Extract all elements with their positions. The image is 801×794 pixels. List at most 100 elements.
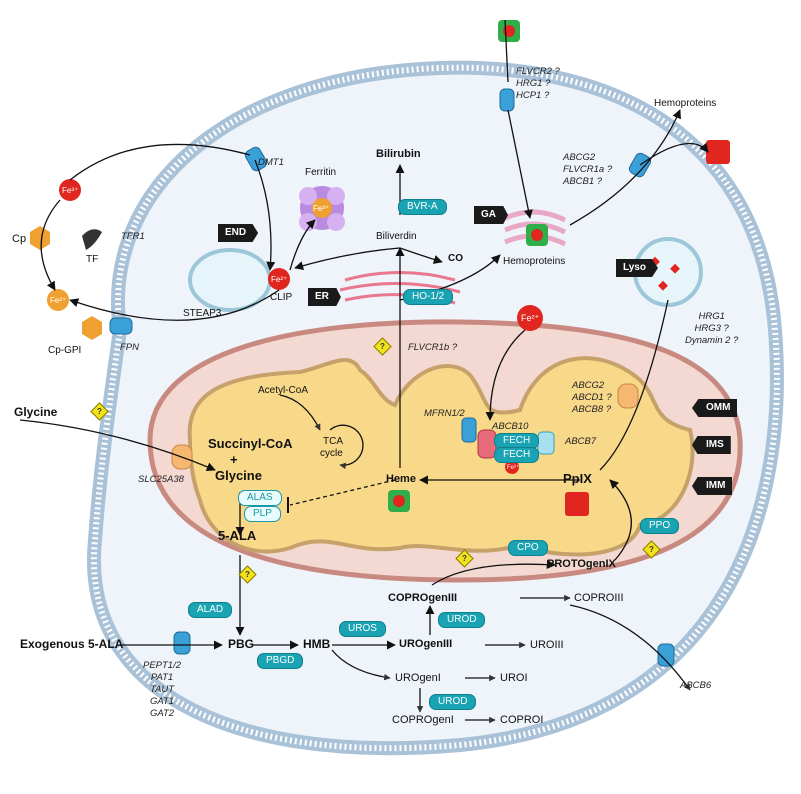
plp-cofactor: PLP (244, 506, 281, 522)
dmt1-label: DMT1 (258, 157, 284, 168)
slc25a38-label: SLC25A38 (138, 474, 184, 485)
succinyl-coa-label: Succinyl-CoA (208, 436, 293, 451)
heme-icons (388, 20, 730, 516)
end-tag: END (218, 224, 259, 242)
flvcr1b-label: FLVCR1b ? (408, 342, 458, 353)
clip-label: CLIP (270, 292, 293, 303)
uroiii-label: UROIII (530, 639, 564, 651)
hrg-item: HRG3 ? (694, 323, 729, 334)
pept-item: TAUT (149, 684, 175, 695)
tf-label: TF (86, 254, 99, 265)
hrg-group: HRG1 HRG3 ? Dynamin 2 ? (685, 311, 738, 347)
co-label: CO (448, 253, 463, 264)
flvcr2-item: FLVCR2 ? (516, 66, 560, 77)
flvcr2-item: HCP1 ? (516, 90, 550, 101)
cp-shape (30, 226, 50, 250)
flvcr2-item: HRG1 ? (516, 78, 551, 89)
biliverdin-label: Biliverdin (376, 231, 417, 242)
flvcr2-group: FLVCR2 ? HRG1 ? HCP1 ? (516, 66, 560, 102)
cpo-enzyme: CPO (508, 540, 548, 556)
fe-circle (505, 460, 519, 474)
tfr1-label: TFR1 (121, 231, 145, 242)
abcg2-item: FLVCR1a ? (563, 164, 613, 175)
mfrn-label: MFRN1/2 (424, 408, 465, 419)
bvra-enzyme: BVR-A (398, 199, 447, 215)
fe2-fech-label: Fe²⁺ (507, 465, 520, 471)
bilirubin-label: Bilirubin (376, 148, 421, 160)
coproi-label: COPROI (500, 714, 544, 726)
urod-enzyme: UROD (438, 612, 486, 628)
fe2-label: Fe²⁺ (50, 296, 67, 305)
hmb-label: HMB (303, 637, 331, 651)
cp-gpi-label: Cp-GPI (48, 345, 82, 356)
fe-circle (517, 305, 543, 331)
coprogeniii-label: COPROgenIII (388, 592, 458, 604)
abcg2-item: ABCB1 ? (563, 176, 603, 187)
pbg-label: PBG (228, 637, 255, 651)
pbgd-enzyme: PBGD (257, 653, 304, 669)
ppo-enzyme: PPO (640, 518, 680, 534)
coprogeni-label: COPROgenI (392, 714, 454, 726)
protogenix-label: PROTOgenIX (547, 558, 616, 570)
five-ala-label: 5-ALA (218, 528, 257, 543)
ppix-label: PpIX (563, 471, 592, 486)
hemoproteins-top-label: Hemoproteins (654, 98, 717, 109)
alad-enzyme: ALAD (188, 602, 233, 618)
glycine-out-label: Glycine (14, 405, 58, 419)
uroi-label: UROI (500, 672, 528, 684)
urogeniii-label: UROgenIII (399, 638, 453, 650)
lyso-tag: Lyso (616, 259, 658, 277)
ga-tag: GA (474, 206, 508, 224)
omm-transporter-group: ABCG2 ABCD1 ? ABCB8 ? (572, 380, 612, 416)
heme-label: Heme (386, 473, 416, 485)
exo-ala-label: Exogenous 5-ALA (20, 637, 124, 651)
er-tag: ER (308, 288, 341, 306)
pept-item: GAT1 (149, 696, 175, 707)
urogeni-label: UROgenI (395, 672, 441, 684)
fe-circle (47, 289, 69, 311)
abcg2-group: ABCG2 FLVCR1a ? ABCB1 ? (563, 152, 612, 188)
ims-tag: IMS (692, 436, 731, 454)
omm-item: ABCB8 ? (572, 404, 612, 415)
omm-item: ABCD1 ? (572, 392, 612, 403)
pept-item: GAT2 (149, 708, 175, 719)
fe-circle (268, 268, 290, 290)
cycle-label: cycle (320, 448, 343, 459)
abcb7-label: ABCB7 (565, 436, 597, 447)
cp-label: Cp (12, 233, 27, 245)
omm-tag: OMM (692, 399, 738, 417)
glycine-in-label: Glycine (215, 468, 262, 483)
ferritin-label: Ferritin (305, 167, 337, 178)
coproiii-label: COPROIII (574, 592, 624, 604)
membrane-channels (109, 88, 675, 667)
fe3-ferritin-label: Fe³⁺ (313, 204, 330, 213)
tca-label: TCA (323, 436, 343, 447)
fe2-mito-label: Fe²⁺ (521, 313, 540, 323)
omm-item: ABCG2 (572, 380, 605, 391)
fe-circle (312, 198, 332, 218)
fe-circle (59, 179, 81, 201)
cp-gpi-shape (82, 316, 102, 340)
uros-enzyme: UROS (339, 621, 386, 637)
fpn-label: FPN (120, 342, 139, 353)
hrg-item: Dynamin 2 ? (685, 335, 739, 346)
tf-shape (82, 229, 102, 250)
abcg2-item: ABCG2 (563, 152, 596, 163)
plus-label: + (230, 452, 238, 467)
fe2-clip-label: Fe²⁺ (271, 275, 288, 284)
ho12-enzyme: HO-1/2 (403, 289, 454, 305)
acetyl-coa-label: Acetyl-CoA (258, 385, 309, 396)
pept-item: PEPT1/2 (143, 660, 182, 671)
fech-enzyme: FECH (494, 447, 540, 463)
imm-tag: IMM (692, 477, 733, 495)
steap3-label: STEAP3 (183, 308, 222, 319)
endosome (188, 248, 272, 312)
hrg-item: HRG1 (698, 311, 725, 322)
hemoproteins-ga-label: Hemoproteins (503, 256, 566, 267)
alas-enzyme: ALAS (238, 490, 282, 506)
abcb10-label: ABCB10 (492, 421, 529, 432)
fe3-label: Fe³⁺ (62, 186, 79, 195)
pept-group: PEPT1/2 PAT1 TAUT GAT1 GAT2 (143, 660, 181, 720)
